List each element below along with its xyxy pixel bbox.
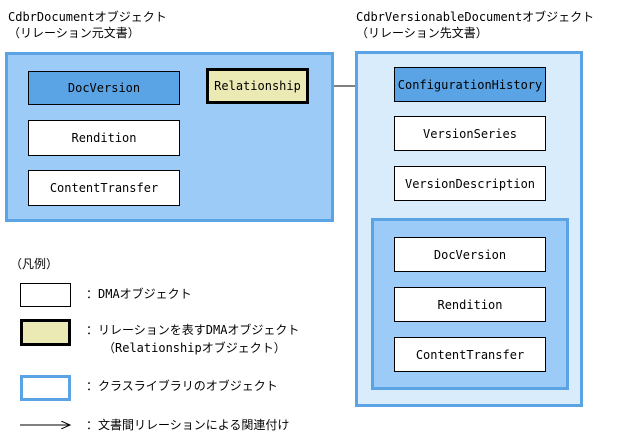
legend-text-relationship-sub: （Relationshipオブジェクト）	[103, 341, 286, 355]
legend-text-association: ：文書間リレーションによる関連付け	[86, 418, 290, 432]
source-rendition-label: Rendition	[71, 131, 137, 145]
target-versionseries-label: VersionSeries	[423, 126, 517, 141]
source-docversion-box: DocVersion	[28, 71, 180, 105]
target-versiondescription-label: VersionDescription	[404, 176, 536, 191]
legend-text-relationship: ：リレーションを表すDMAオブジェクト	[86, 323, 300, 337]
target-versiondescription-box: VersionDescription	[394, 166, 546, 201]
target-contenttransfer-box: ContentTransfer	[394, 337, 546, 372]
legend-heading: （凡例）	[10, 257, 59, 271]
target-title: CdbrVersionableDocumentオブジェクト	[356, 10, 595, 24]
source-contenttransfer-label: ContentTransfer	[49, 181, 159, 195]
target-rendition-box: Rendition	[394, 287, 546, 322]
source-subtitle: （リレーション元文書）	[8, 26, 140, 40]
target-configurationhistory-box: ConfigurationHistory	[394, 67, 546, 102]
target-versionseries-box: VersionSeries	[394, 116, 546, 151]
target-docversion-box: DocVersion	[394, 237, 546, 272]
source-title: CdbrDocumentオブジェクト	[8, 10, 167, 24]
legend-swatch-dma	[20, 283, 71, 307]
target-contenttransfer-label: ContentTransfer	[415, 347, 525, 362]
legend-text-classlibrary: ：クラスライブラリのオブジェクト	[86, 379, 278, 393]
source-rendition-box: Rendition	[28, 120, 180, 156]
target-configurationhistory-label: ConfigurationHistory	[397, 77, 543, 92]
relationship-box: Relationship	[206, 68, 309, 104]
legend-text-dma: ：DMAオブジェクト	[86, 287, 192, 301]
source-docversion-label: DocVersion	[67, 81, 141, 95]
target-docversion-label: DocVersion	[433, 247, 507, 262]
target-subtitle: （リレーション先文書）	[356, 26, 488, 40]
relationship-label: Relationship	[214, 79, 301, 93]
target-rendition-label: Rendition	[437, 297, 503, 312]
source-contenttransfer-box: ContentTransfer	[28, 170, 180, 206]
legend-swatch-relationship	[20, 319, 71, 346]
legend-swatch-classlibrary	[20, 375, 71, 401]
